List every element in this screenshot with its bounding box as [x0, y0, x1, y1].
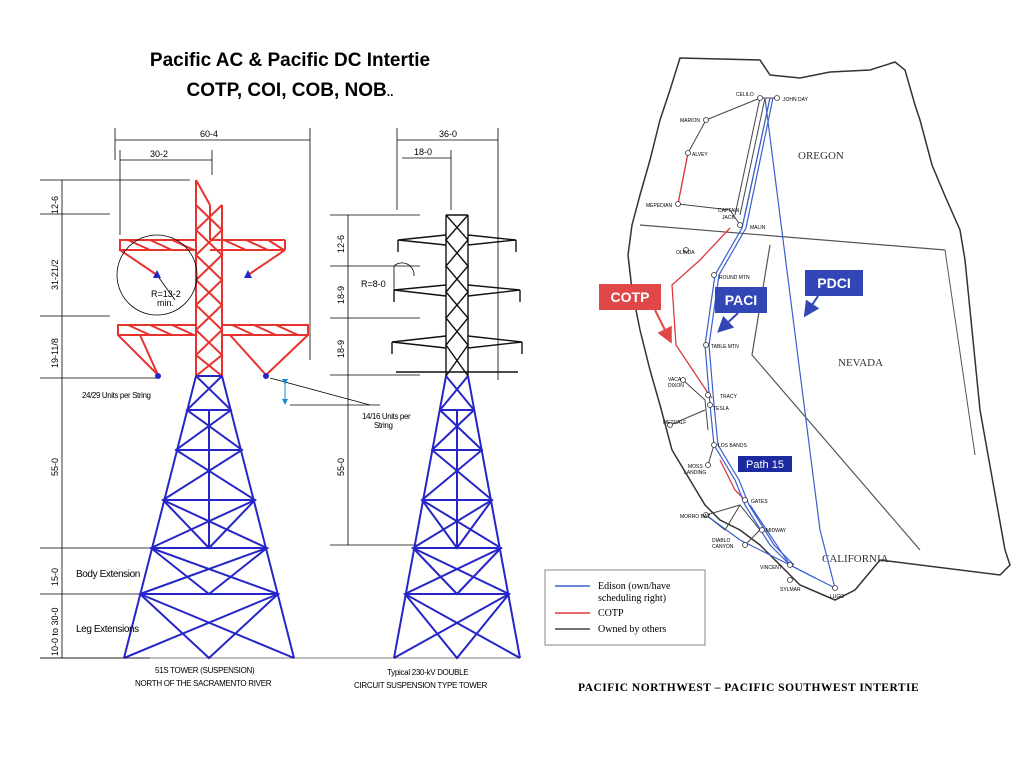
callout-paci — [715, 287, 767, 313]
callout-path15-label: Path 15 — [746, 459, 784, 471]
station-gates: GATES — [751, 499, 768, 505]
lines-edison — [704, 97, 836, 589]
clearance-circle-left — [116, 234, 198, 316]
legend-edison-2: scheduling right) — [598, 593, 666, 604]
dim-19-11-8: 19-11/8 — [50, 338, 60, 368]
tower-51s-caption-2: NORTH OF THE SACRAMENTO RIVER — [135, 679, 272, 688]
callout-cotp-label: COTP — [611, 289, 650, 305]
border-or-ca — [639, 224, 946, 251]
station-metcalf: METCALF — [663, 420, 686, 426]
tower-51s-caption-1: 51S TOWER (SUSPENSION) — [155, 666, 255, 675]
station-round-mtn: ROUND MTN — [719, 275, 750, 281]
legend-cotp: COTP — [598, 608, 624, 619]
dimension-lines-left — [40, 128, 380, 659]
radius-label-left: R=13-2 — [151, 289, 181, 299]
state-nevada: NEVADA — [838, 357, 883, 369]
station-vincent: VINCENT — [760, 565, 782, 571]
tower-230kv-caption-1: Typical 230-kV DOUBLE — [387, 668, 468, 677]
tower-230kv-upper — [391, 214, 523, 377]
dim-right-55-0: 55-0 — [336, 458, 346, 476]
map-caption: PACIFIC NORTHWEST – PACIFIC SOUTHWEST IN… — [578, 682, 919, 694]
dim-60-4: 60-4 — [200, 129, 218, 139]
map-legend — [544, 569, 706, 646]
tower-230kv-caption-2: CIRCUIT SUSPENSION TYPE TOWER — [354, 681, 487, 690]
station-sylmar: SYLMAR — [780, 587, 801, 593]
station-olinda: OLINDA — [676, 250, 695, 256]
callout-pdci — [805, 270, 863, 296]
station-moss: MOSS — [688, 464, 703, 470]
map-land — [627, 57, 1011, 601]
station-morro-bay: MORRO BAY — [680, 514, 711, 520]
body-extension-label: Body Extension — [76, 569, 140, 580]
callout-pdci-label: PDCI — [817, 275, 850, 291]
station-john-day: JOHN DAY — [783, 97, 809, 103]
conductor-left — [155, 373, 161, 379]
leg-extensions-label: Leg Extensions — [76, 624, 139, 635]
insulator-upper-right — [244, 270, 252, 278]
dimension-lines-right — [330, 128, 499, 546]
dim-31-21-2: 31-21/2 — [50, 259, 60, 290]
station-table-mtn: TABLE MTN — [711, 344, 739, 350]
map-stations — [667, 95, 838, 591]
tower-51s-upper — [117, 179, 309, 377]
title-line-2: COTP, COI, COB, NOB.. — [90, 80, 490, 102]
station-midway: MIDWAY — [766, 528, 787, 534]
station-marion: MARION — [680, 118, 700, 124]
conductor-right — [263, 373, 269, 379]
radius-label-right: R=8-0 — [361, 279, 386, 289]
dim-15-0: 15-0 — [50, 568, 60, 586]
dim-30-2: 30-2 — [150, 149, 168, 159]
callout-cotp — [599, 284, 661, 310]
state-california: CALIFORNIA — [822, 553, 889, 565]
insulator-units-right-2: String — [374, 421, 393, 430]
insulator-units-left: 24/29 Units per String — [82, 391, 151, 400]
legend-edison-1: Edison (own/have — [598, 581, 671, 592]
station-tracy: TRACY — [720, 394, 738, 400]
station-tesla: TESLA — [713, 406, 730, 412]
insulator-units-right-1: 14/16 Units per — [362, 412, 411, 421]
title-line-2-suffix: .. — [386, 85, 394, 99]
title-line-2-text: COTP, COI, COB, NOB — [186, 80, 387, 101]
radius-min-label: min. — [157, 298, 174, 308]
callout-paci-label: PACI — [725, 292, 757, 308]
intertie-map: OREGON NEVADA CALIFORNIA — [544, 57, 1011, 694]
tower-51s: 60-4 30-2 12-6 31-21/2 19-11/8 55-0 15-0… — [40, 128, 380, 688]
station-diablo: DIABLO — [712, 538, 730, 544]
state-oregon: OREGON — [798, 150, 844, 162]
station-jack: JACK — [722, 215, 735, 221]
station-landing: LANDING — [684, 470, 706, 476]
dim-55-0: 55-0 — [50, 458, 60, 476]
station-dixon: DIXON — [668, 383, 684, 389]
dim-18-0: 18-0 — [414, 147, 432, 157]
tower-230kv: 36-0 18-0 12-6 18-9 18-9 55-0 — [330, 128, 523, 690]
station-malin: MALIN — [750, 225, 766, 231]
station-celilo: CELILO — [736, 92, 754, 98]
station-labels: CELILO JOHN DAY MARION ALVEY MEPEDIAN CA… — [646, 92, 844, 600]
station-captain: CAPTAIN — [718, 208, 740, 214]
station-los-banos: LOS BANOS — [718, 443, 748, 449]
tower-51s-lower — [123, 375, 295, 660]
station-vaca: VACA — [668, 377, 682, 383]
insulator-upper-left — [153, 270, 161, 278]
dim-right-12-6: 12-6 — [336, 235, 346, 253]
dim-36-0: 36-0 — [439, 129, 457, 139]
tower-230kv-lower — [393, 375, 521, 660]
title-line-1: Pacific AC & Pacific DC Intertie — [149, 50, 431, 71]
legend-others: Owned by others — [598, 624, 666, 635]
station-canyon: CANYON — [712, 544, 734, 550]
dim-right-18-9-a: 18-9 — [336, 286, 346, 304]
callout-path15 — [738, 456, 792, 472]
station-alvey: ALVEY — [692, 152, 708, 158]
dim-12-6: 12-6 — [50, 196, 60, 214]
dim-right-18-9-b: 18-9 — [336, 340, 346, 358]
border-ca-nv — [751, 244, 921, 551]
dim-10-0-to-30-0: 10-0 to 30-0 — [50, 607, 60, 656]
station-lugo: LUGO — [830, 594, 844, 600]
station-mepedian: MEPEDIAN — [646, 203, 673, 209]
